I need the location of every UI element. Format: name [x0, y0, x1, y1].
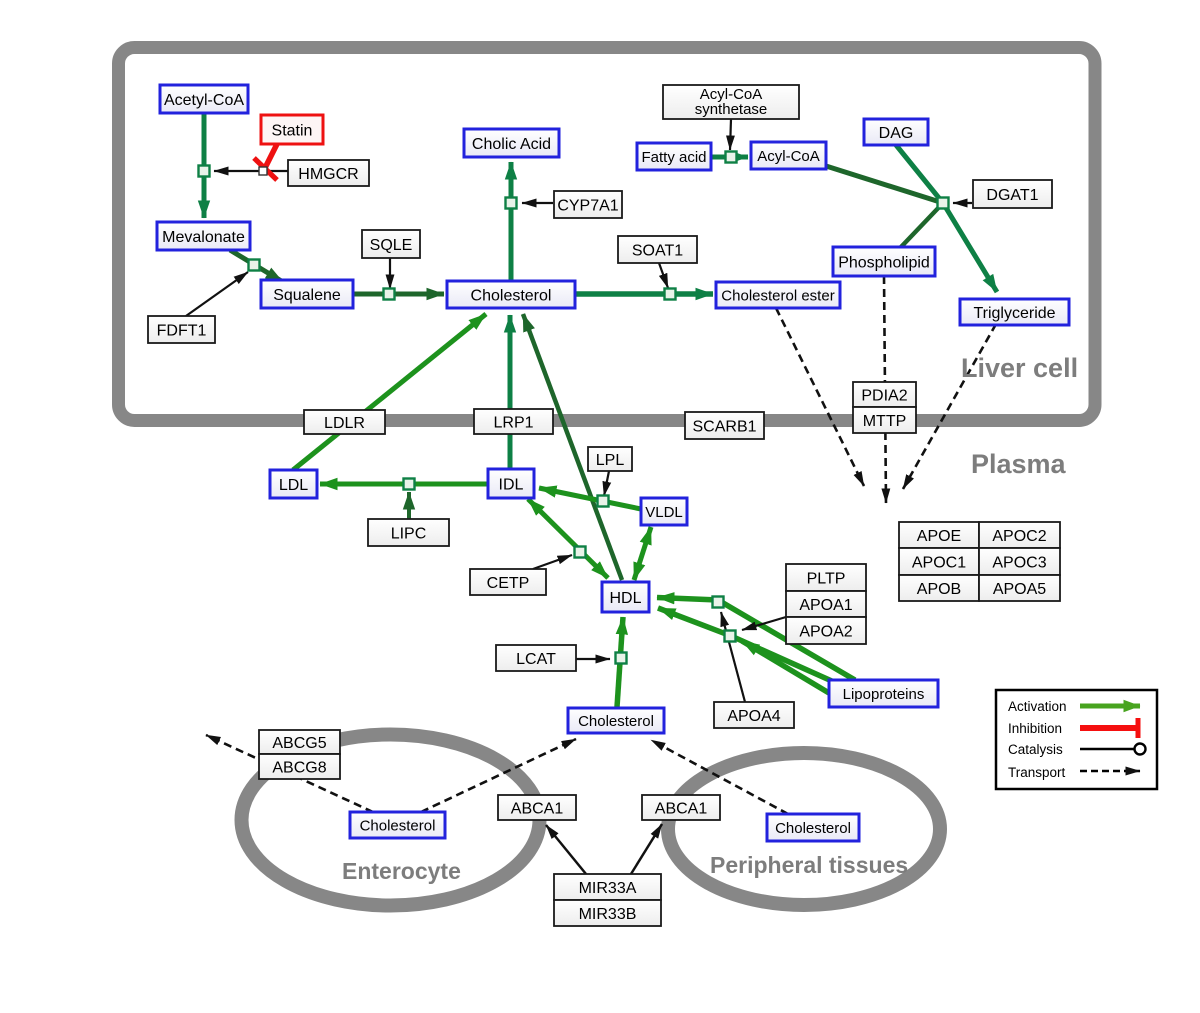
svg-text:Cholesterol: Cholesterol	[360, 817, 436, 834]
svg-text:Cholesterol: Cholesterol	[578, 713, 654, 730]
svg-text:APOA4: APOA4	[727, 708, 780, 725]
svg-text:LDL: LDL	[279, 477, 308, 494]
svg-text:VLDL: VLDL	[645, 504, 683, 521]
svg-text:APOE: APOE	[917, 528, 961, 545]
svg-text:LRP1: LRP1	[493, 414, 533, 431]
svg-text:APOC2: APOC2	[992, 528, 1046, 545]
svg-text:Catalysis: Catalysis	[1008, 742, 1063, 757]
svg-text:Cholic Acid: Cholic Acid	[472, 136, 551, 153]
svg-text:Cholesterol ester: Cholesterol ester	[721, 287, 834, 304]
svg-text:HDL: HDL	[609, 590, 641, 607]
svg-text:APOA1: APOA1	[799, 597, 852, 614]
svg-text:SQLE: SQLE	[370, 237, 413, 254]
svg-text:Liver cell: Liver cell	[961, 353, 1078, 383]
svg-text:PLTP: PLTP	[807, 570, 846, 587]
svg-text:DAG: DAG	[879, 125, 914, 142]
svg-text:Plasma: Plasma	[971, 449, 1067, 479]
svg-text:SCARB1: SCARB1	[692, 418, 756, 435]
svg-text:Enterocyte: Enterocyte	[342, 858, 461, 884]
svg-text:ABCG8: ABCG8	[272, 759, 326, 776]
svg-text:Statin: Statin	[272, 122, 313, 139]
svg-text:APOA2: APOA2	[799, 623, 852, 640]
svg-text:Cholesterol: Cholesterol	[775, 820, 851, 837]
svg-text:APOC3: APOC3	[992, 554, 1046, 571]
svg-text:MIR33A: MIR33A	[579, 880, 637, 897]
svg-text:Acyl-CoA: Acyl-CoA	[700, 86, 763, 103]
svg-text:DGAT1: DGAT1	[986, 187, 1038, 204]
svg-text:LIPC: LIPC	[391, 525, 427, 542]
svg-text:APOC1: APOC1	[912, 554, 966, 571]
svg-text:APOB: APOB	[917, 581, 961, 598]
svg-text:PDIA2: PDIA2	[861, 387, 907, 404]
svg-text:Activation: Activation	[1008, 699, 1067, 714]
svg-text:IDL: IDL	[499, 476, 524, 493]
svg-text:ABCA1: ABCA1	[655, 800, 708, 817]
svg-text:LDLR: LDLR	[324, 415, 365, 432]
svg-text:Squalene: Squalene	[273, 287, 341, 304]
svg-text:SOAT1: SOAT1	[632, 242, 683, 259]
svg-text:MIR33B: MIR33B	[579, 906, 637, 923]
svg-text:Lipoproteins: Lipoproteins	[843, 686, 925, 703]
svg-text:Triglyceride: Triglyceride	[973, 305, 1055, 322]
svg-text:APOA5: APOA5	[993, 581, 1046, 598]
svg-text:MTTP: MTTP	[863, 413, 907, 430]
svg-text:Mevalonate: Mevalonate	[162, 229, 245, 246]
svg-text:LCAT: LCAT	[516, 651, 556, 668]
svg-text:Phospholipid: Phospholipid	[838, 254, 930, 271]
svg-text:Acetyl-CoA: Acetyl-CoA	[164, 92, 244, 109]
svg-text:Cholesterol: Cholesterol	[471, 287, 552, 304]
svg-text:synthetase: synthetase	[695, 101, 768, 118]
svg-text:Fatty acid: Fatty acid	[641, 149, 706, 166]
svg-text:Acyl-CoA: Acyl-CoA	[757, 148, 820, 165]
svg-text:Transport: Transport	[1008, 765, 1066, 780]
svg-text:LPL: LPL	[596, 452, 625, 469]
svg-text:HMGCR: HMGCR	[298, 166, 358, 183]
svg-text:Peripheral tissues: Peripheral tissues	[710, 852, 908, 878]
svg-text:CETP: CETP	[487, 575, 530, 592]
svg-text:FDFT1: FDFT1	[157, 322, 207, 339]
svg-text:CYP7A1: CYP7A1	[557, 197, 618, 214]
svg-text:ABCG5: ABCG5	[272, 735, 326, 752]
svg-text:Inhibition: Inhibition	[1008, 721, 1062, 736]
svg-text:ABCA1: ABCA1	[511, 800, 564, 817]
